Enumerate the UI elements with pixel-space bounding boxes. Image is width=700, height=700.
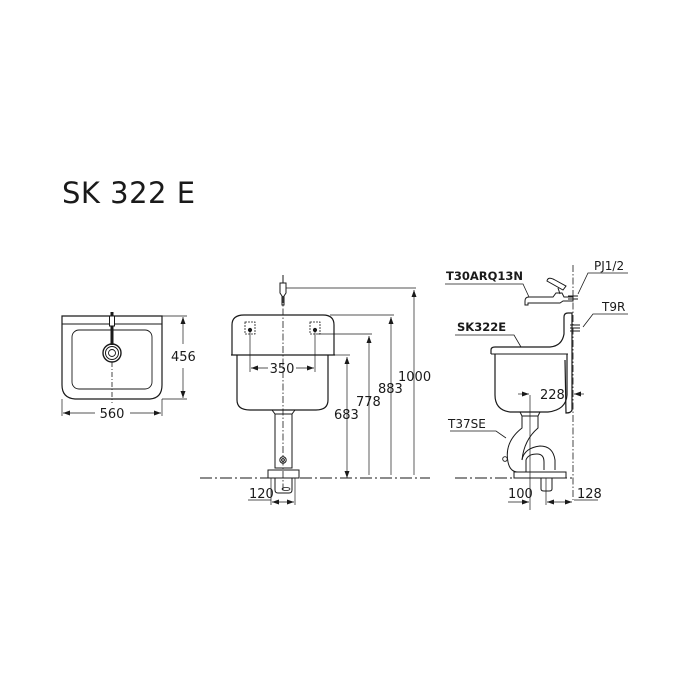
- front-view: [200, 275, 430, 505]
- dim-trap-100: 100: [508, 487, 533, 502]
- label-pipe-joint-PJ1-2: PJ1/2: [594, 259, 624, 273]
- dim-top-883: 883: [378, 382, 403, 397]
- leader-sink: [455, 334, 522, 348]
- dim-rim-683: 683: [334, 408, 359, 423]
- dim-width-560: 560: [100, 407, 125, 422]
- dim-wall-128: 128: [577, 487, 602, 502]
- leader-trap: [450, 430, 507, 439]
- faucet-front: [279, 282, 287, 306]
- trap-pipe-front: [274, 413, 293, 469]
- leader-t9r: [582, 313, 628, 328]
- dim-bracket-350: 350: [270, 362, 295, 377]
- sink-outline-top: [61, 315, 163, 400]
- sink-side-profile: [490, 312, 573, 414]
- backsplash-front: [231, 314, 335, 355]
- trap-side: [506, 416, 539, 473]
- label-bracket-T9R: T9R: [601, 300, 625, 314]
- leader-faucet: [445, 283, 530, 298]
- dim-faucet-1000: 1000: [398, 370, 431, 385]
- faucet-side: [524, 292, 574, 306]
- label-sink-SK322E: SK322E: [457, 320, 506, 334]
- top-view: [61, 312, 187, 416]
- leader-pj: [577, 272, 628, 295]
- model-title: SK 322 E: [62, 176, 196, 210]
- dim-trap-120: 120: [249, 487, 274, 502]
- dim-depth-456: 456: [171, 350, 196, 365]
- dim-drain-228: 228: [540, 388, 565, 403]
- side-view: [445, 265, 628, 510]
- label-trap-T37SE: T37SE: [447, 417, 486, 431]
- label-faucet-T30ARQ13N: T30ARQ13N: [446, 269, 523, 283]
- dim-bracket-778: 778: [356, 395, 381, 410]
